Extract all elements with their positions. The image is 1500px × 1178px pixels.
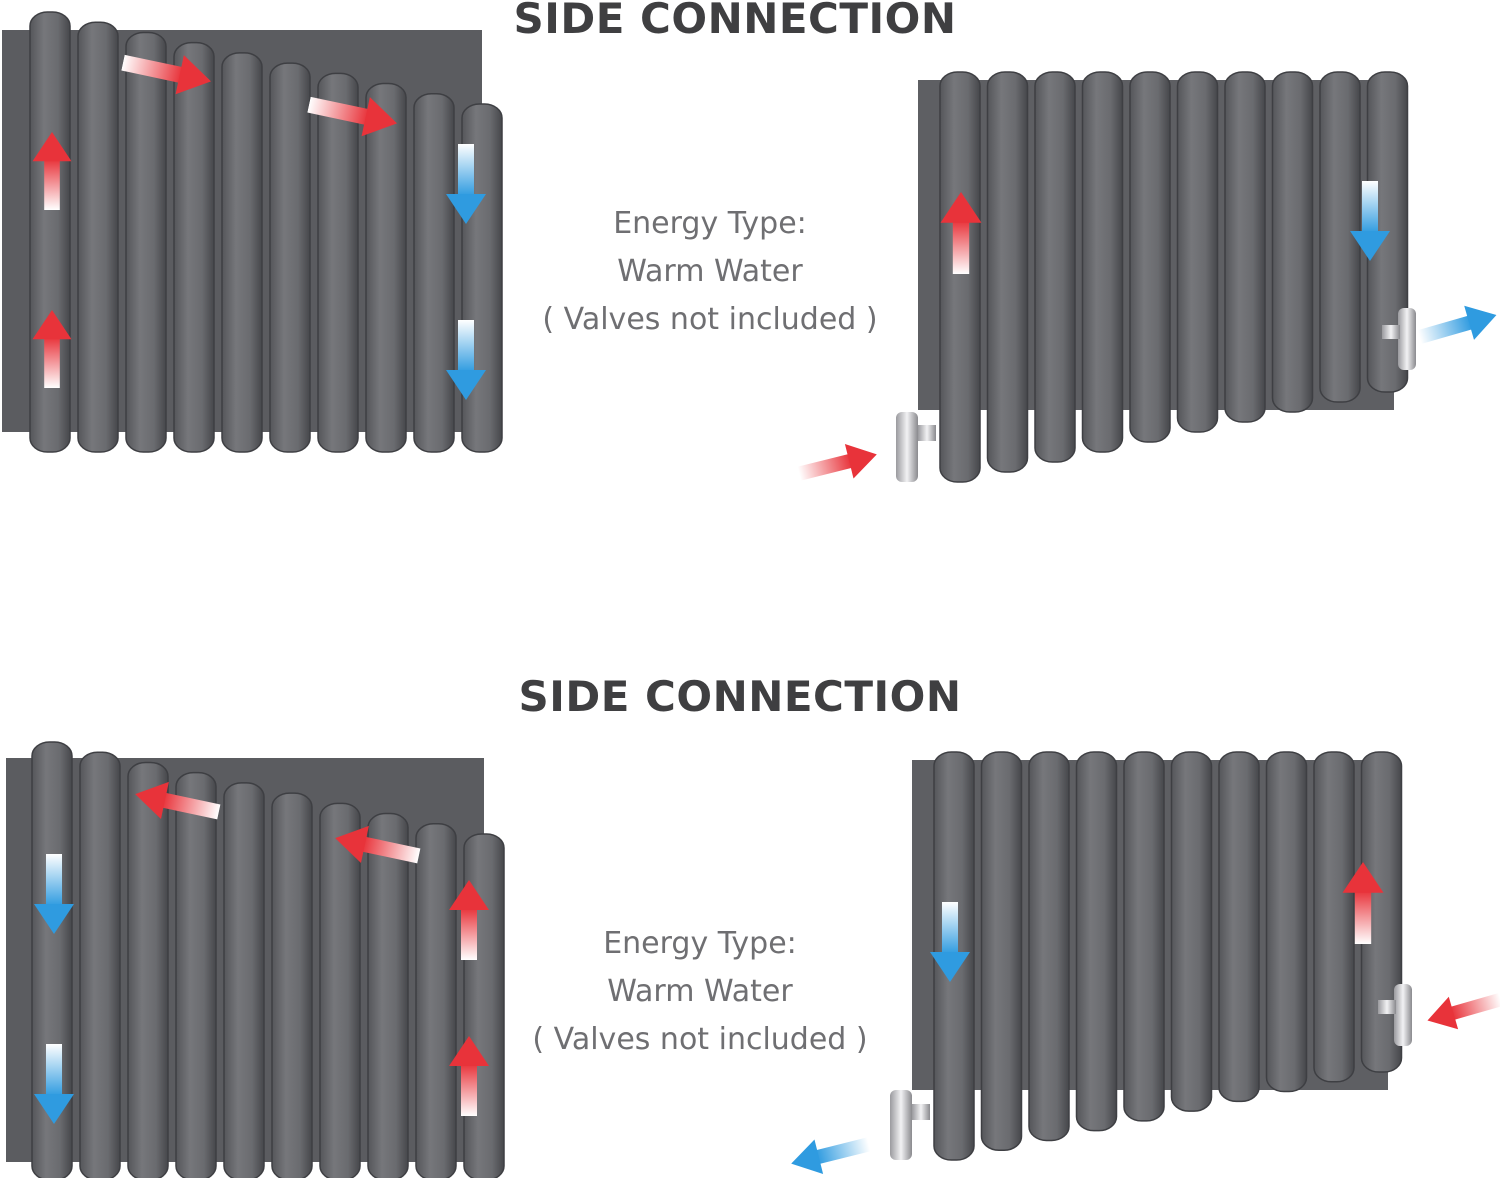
radiator-tube <box>272 793 312 1178</box>
radiator-tube <box>1029 752 1069 1140</box>
radiator-tube <box>224 783 264 1178</box>
radiator-full-bottom <box>890 752 1412 1160</box>
hot-inlet-icon <box>1423 983 1500 1036</box>
radiator-tube <box>222 53 262 452</box>
valve-left <box>896 412 936 482</box>
radiator-tube <box>320 803 360 1178</box>
radiator-tube <box>940 72 980 482</box>
radiator-tube <box>414 94 454 452</box>
radiator-tube <box>176 773 216 1178</box>
radiator-tube <box>988 72 1028 472</box>
radiator-tube <box>1077 752 1117 1131</box>
radiator-tube <box>270 63 310 452</box>
radiator-tube <box>1314 752 1354 1082</box>
radiator-closeup-top <box>2 12 502 452</box>
cold-outlet-icon <box>1415 298 1500 354</box>
radiator-tube <box>1124 752 1164 1121</box>
radiator-tube <box>1172 752 1212 1111</box>
radiator-tube <box>78 22 118 452</box>
radiator-closeup-bottom <box>6 742 504 1178</box>
radiator-tube <box>1178 72 1218 432</box>
radiator-tube <box>1219 752 1259 1101</box>
hot-inlet-icon <box>795 437 881 491</box>
valve-left <box>890 1090 930 1160</box>
radiator-tube <box>318 73 358 452</box>
radiator-tube <box>126 32 166 452</box>
radiator-tube <box>1273 72 1313 412</box>
radiator-tube <box>416 824 456 1178</box>
radiator-tube <box>1035 72 1075 462</box>
radiator-tube <box>1083 72 1123 452</box>
radiator-tube <box>1130 72 1170 442</box>
radiator-tube <box>982 752 1022 1150</box>
radiator-tube <box>80 752 120 1178</box>
radiator-tube <box>128 762 168 1178</box>
radiator-full-top <box>896 72 1416 482</box>
radiator-tube <box>368 814 408 1178</box>
cold-outlet-icon <box>787 1127 873 1178</box>
radiator-tube <box>366 84 406 452</box>
radiator-tube <box>1267 752 1307 1092</box>
radiator-tube <box>1225 72 1265 422</box>
radiator-tube <box>174 43 214 452</box>
